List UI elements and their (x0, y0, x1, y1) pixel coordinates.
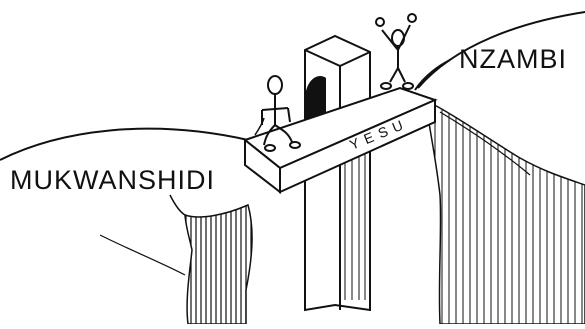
left-side-label: MUKWANSHIDI (10, 165, 215, 196)
left-cliff (0, 129, 262, 324)
right-side-label: NZAMBI (459, 44, 567, 75)
rejoicing-person-figure (376, 14, 416, 89)
